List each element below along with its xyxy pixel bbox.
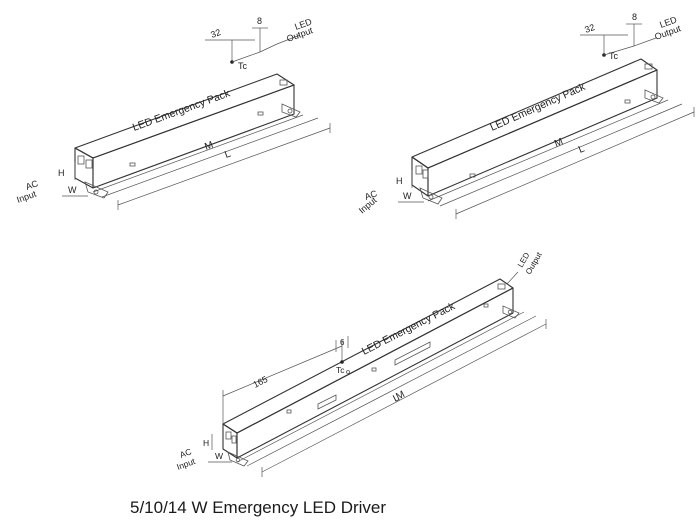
dim-small-3: 6 bbox=[340, 338, 345, 347]
pack-label-3: LED Emergency Pack bbox=[360, 300, 458, 358]
dim-small-2: 8 bbox=[632, 12, 637, 22]
housing-side-face-2 bbox=[427, 69, 658, 197]
driver-drawing-3: LED Emergency Pack 165 6 Tc LED Output A… bbox=[175, 250, 547, 477]
input-label-2a: AC bbox=[363, 188, 379, 202]
housing-top-face-1 bbox=[74, 73, 295, 159]
figure-caption: 5/10/14 W Emergency LED Driver bbox=[130, 498, 387, 517]
h-label-3: H bbox=[203, 438, 209, 448]
h-label-1: H bbox=[58, 168, 65, 178]
m-label-2: M bbox=[553, 136, 565, 149]
slot-window-3a bbox=[317, 394, 337, 410]
l-label-1: L bbox=[223, 148, 232, 160]
tc-label-3: Tc bbox=[336, 365, 345, 375]
housing-side-face-1 bbox=[92, 84, 295, 189]
tc-label-2: Tc bbox=[609, 51, 619, 61]
input-label-3a: AC bbox=[178, 446, 193, 459]
dim-small-1: 8 bbox=[257, 16, 262, 26]
w-label-1: W bbox=[68, 185, 77, 195]
input-label-3b: Input bbox=[175, 456, 197, 472]
tc-label-1: Tc bbox=[238, 61, 248, 71]
pack-label-2: LED Emergency Pack bbox=[488, 81, 587, 134]
input-label-1b: Input bbox=[15, 188, 38, 204]
pack-label-1: LED Emergency Pack bbox=[131, 87, 232, 134]
driver-drawing-2: LED Emergency Pack 32 8 Tc LED Output AC… bbox=[357, 12, 695, 219]
l-label-3: L bbox=[391, 392, 401, 405]
mounting-tab-1b bbox=[281, 103, 301, 118]
ac-connector-1b bbox=[85, 159, 93, 169]
ac-connector-1 bbox=[77, 155, 85, 165]
l-label-2: L bbox=[577, 143, 587, 155]
output-connector-1 bbox=[279, 79, 288, 86]
input-label-1a: AC bbox=[24, 178, 40, 192]
h-label-2: H bbox=[396, 176, 403, 186]
dim-top-1: 32 bbox=[209, 27, 222, 40]
m-label-1: M bbox=[203, 140, 215, 153]
driver-drawing-1: LED Emergency Pack 32 8 Tc LED Output AC… bbox=[15, 16, 331, 210]
w-label-3: W bbox=[215, 451, 223, 461]
slot-window-3b bbox=[394, 341, 431, 366]
dim-top-2: 32 bbox=[583, 22, 596, 35]
mounting-tab-1a bbox=[84, 181, 109, 199]
w-label-2: W bbox=[403, 191, 412, 201]
housing-side-face-3 bbox=[236, 287, 514, 459]
dim-top-3: 165 bbox=[251, 374, 269, 390]
